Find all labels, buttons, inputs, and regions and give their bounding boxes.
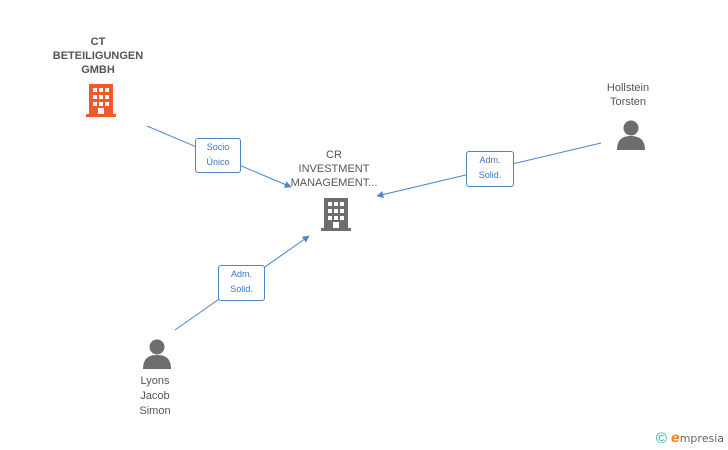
node-label-line: BETEILIGUNGEN: [52, 50, 144, 62]
edge-label-line: Solid.: [230, 284, 253, 294]
node-label-line: Jacob: [140, 390, 170, 402]
building-icon[interactable]: [86, 84, 116, 117]
brand-initial: e: [670, 430, 680, 446]
node-label-line: INVESTMENT: [298, 163, 370, 175]
edge-label-adm-solid-lyons[interactable]: Adm. Solid.: [218, 265, 265, 301]
edge-label-line: Solid.: [478, 170, 502, 180]
node-label-ct-beteiligungen[interactable]: CT BETEILIGUNGEN GMBH: [38, 35, 158, 77]
edge-label-line: Adm.: [230, 269, 252, 279]
node-label-cr-investment[interactable]: CR INVESTMENT MANAGEMENT...: [276, 148, 392, 190]
edge-label-line: Adm.: [479, 155, 501, 165]
node-label-line: Hollstein: [606, 82, 650, 94]
building-icon[interactable]: [321, 198, 351, 231]
edge-label-socio-unico[interactable]: Socio Único: [195, 138, 241, 173]
edge-label-line: Único: [206, 157, 230, 167]
edge-label-adm-solid-hollstein[interactable]: Adm. Solid.: [466, 151, 514, 187]
node-label-hollstein-torsten[interactable]: Hollstein Torsten: [580, 81, 676, 109]
node-label-line: CT: [90, 36, 106, 48]
person-icon[interactable]: [617, 120, 645, 151]
brand-logo[interactable]: empresia: [671, 431, 724, 446]
node-label-line: GMBH: [81, 64, 115, 76]
copyright-icon: ©: [655, 429, 667, 447]
brand-name: mpresia: [679, 431, 724, 445]
node-label-line: Simon: [139, 405, 171, 417]
edge-label-line: Socio: [206, 142, 230, 152]
node-label-line: CR: [326, 149, 342, 161]
node-label-line: Lyons: [140, 375, 170, 387]
footer-brand: © empresia: [655, 429, 724, 447]
node-label-line: MANAGEMENT...: [290, 177, 378, 189]
person-icon[interactable]: [143, 339, 171, 370]
node-label-line: Torsten: [609, 96, 647, 108]
node-label-lyons-jacob-simon[interactable]: Lyons Jacob Simon: [110, 374, 200, 419]
